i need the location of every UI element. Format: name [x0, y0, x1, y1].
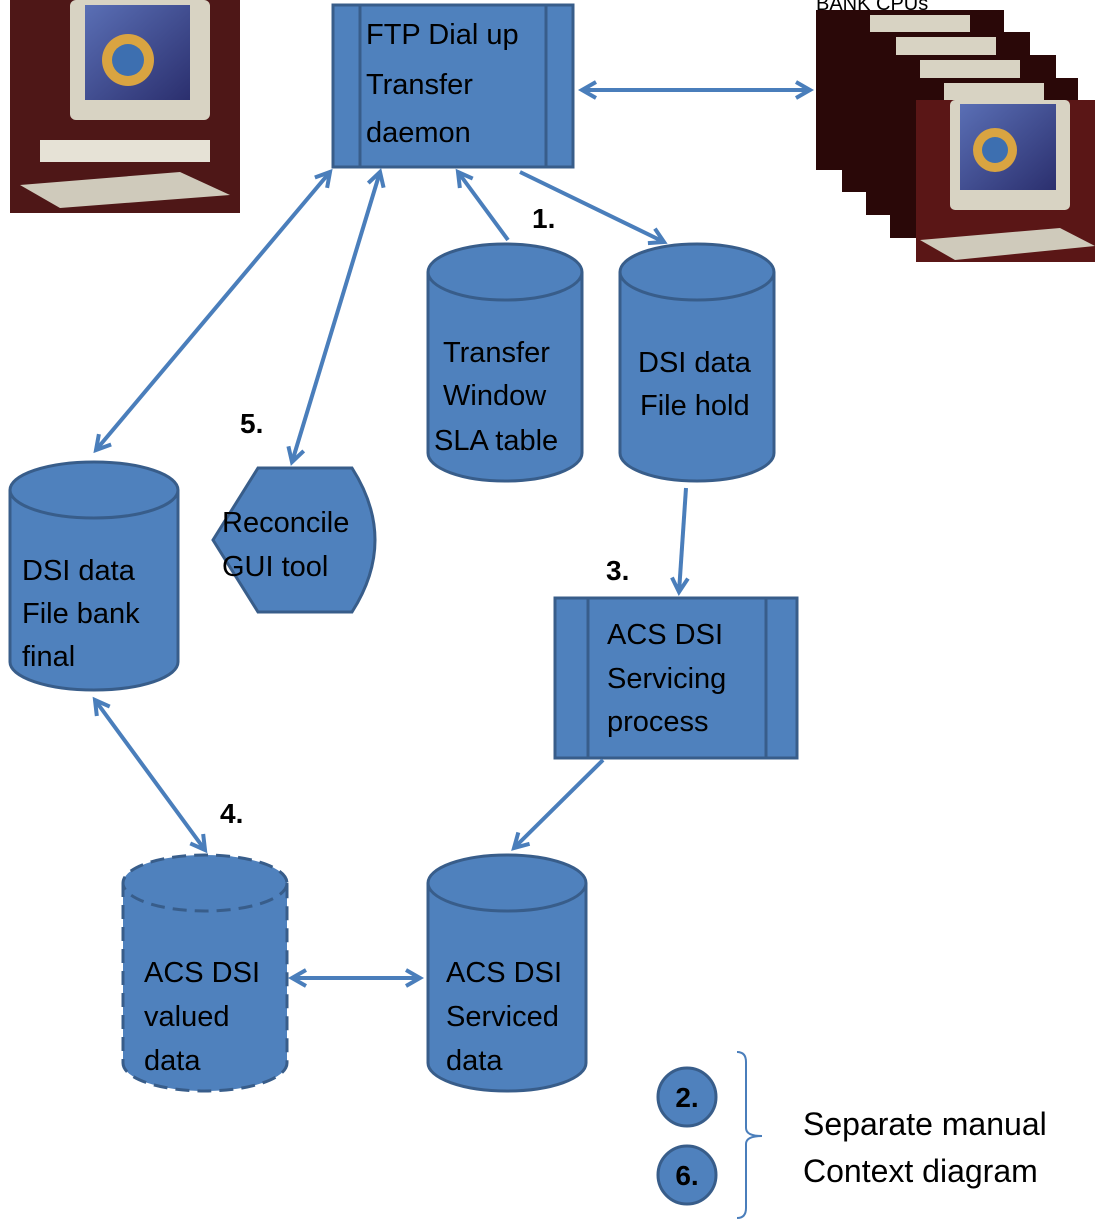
svg-text:6.: 6. — [675, 1160, 698, 1191]
acs-dsi-serviced-data: ACS DSI Serviced data — [426, 853, 588, 1093]
arrow-file-bank-valued — [95, 700, 205, 850]
valued-data-line-1: ACS DSI — [144, 957, 260, 989]
file-hold-line-2: File hold — [640, 390, 750, 422]
valued-data-line-2: valued — [144, 1001, 229, 1033]
valued-data-line-3: data — [144, 1045, 201, 1077]
step-5-label: 5. — [240, 408, 263, 439]
file-bank-line-2: File bank — [22, 598, 140, 630]
ftp-daemon-line-3: daemon — [366, 117, 471, 149]
ftp-transfer-daemon: FTP Dial up Transfer daemon — [331, 3, 575, 169]
arrow-servicing-to-serviced — [514, 758, 605, 848]
reconcile-gui-tool: Reconcile GUI tool — [211, 466, 377, 614]
servicing-line-3: process — [607, 706, 709, 738]
bank-cpu-frame-5 — [916, 100, 1095, 262]
bank-cpus-stack: BANK CPUs — [816, 0, 1095, 262]
arrow-sla-to-ftp — [458, 172, 510, 242]
step-4-label: 4. — [220, 798, 243, 829]
transfer-window-sla-table: Transfer Window SLA table — [426, 242, 584, 483]
file-bank-line-3: final — [22, 641, 75, 673]
serviced-data-line-3: data — [446, 1045, 503, 1077]
step-1-label: 1. — [532, 203, 555, 234]
arrow-ftp-file-bank — [96, 172, 330, 450]
arrow-ftp-reconcile — [292, 172, 380, 462]
computer-left-image — [10, 0, 240, 213]
arrow-ftp-to-file-hold — [519, 170, 664, 242]
ftp-daemon-line-1: FTP Dial up — [366, 19, 519, 51]
servicing-line-1: ACS DSI — [607, 619, 723, 651]
circled-step-6: 6. — [656, 1144, 718, 1206]
reconcile-line-1: Reconcile — [222, 507, 349, 539]
acs-dsi-servicing-process: ACS DSI Servicing process — [553, 596, 799, 760]
file-bank-line-1: DSI data — [22, 555, 136, 587]
serviced-data-line-1: ACS DSI — [446, 957, 562, 989]
connectors — [95, 90, 810, 978]
file-hold-line-1: DSI data — [638, 347, 752, 379]
servicing-line-2: Servicing — [607, 663, 726, 695]
sla-table-line-1: Transfer — [443, 337, 550, 369]
acs-dsi-valued-data: ACS DSI — [121, 853, 289, 1093]
sla-table-line-2: Window — [443, 380, 547, 412]
svg-text:2.: 2. — [675, 1082, 698, 1113]
note-line-2: Context diagram — [803, 1153, 1038, 1189]
arrow-file-hold-to-servicing — [679, 487, 686, 592]
dsi-data-file-bank-final: DSI data File bank final — [8, 460, 180, 692]
serviced-data-line-2: Serviced — [446, 1001, 559, 1033]
reconcile-line-2: GUI tool — [222, 551, 328, 583]
brace — [736, 1051, 763, 1219]
note-line-1: Separate manual — [803, 1106, 1047, 1142]
circled-step-2: 2. — [656, 1066, 718, 1128]
dsi-data-file-hold: DSI data File hold — [618, 242, 776, 483]
ftp-daemon-line-2: Transfer — [366, 69, 473, 101]
step-3-label: 3. — [606, 555, 629, 586]
sla-table-line-3: SLA table — [434, 425, 558, 457]
